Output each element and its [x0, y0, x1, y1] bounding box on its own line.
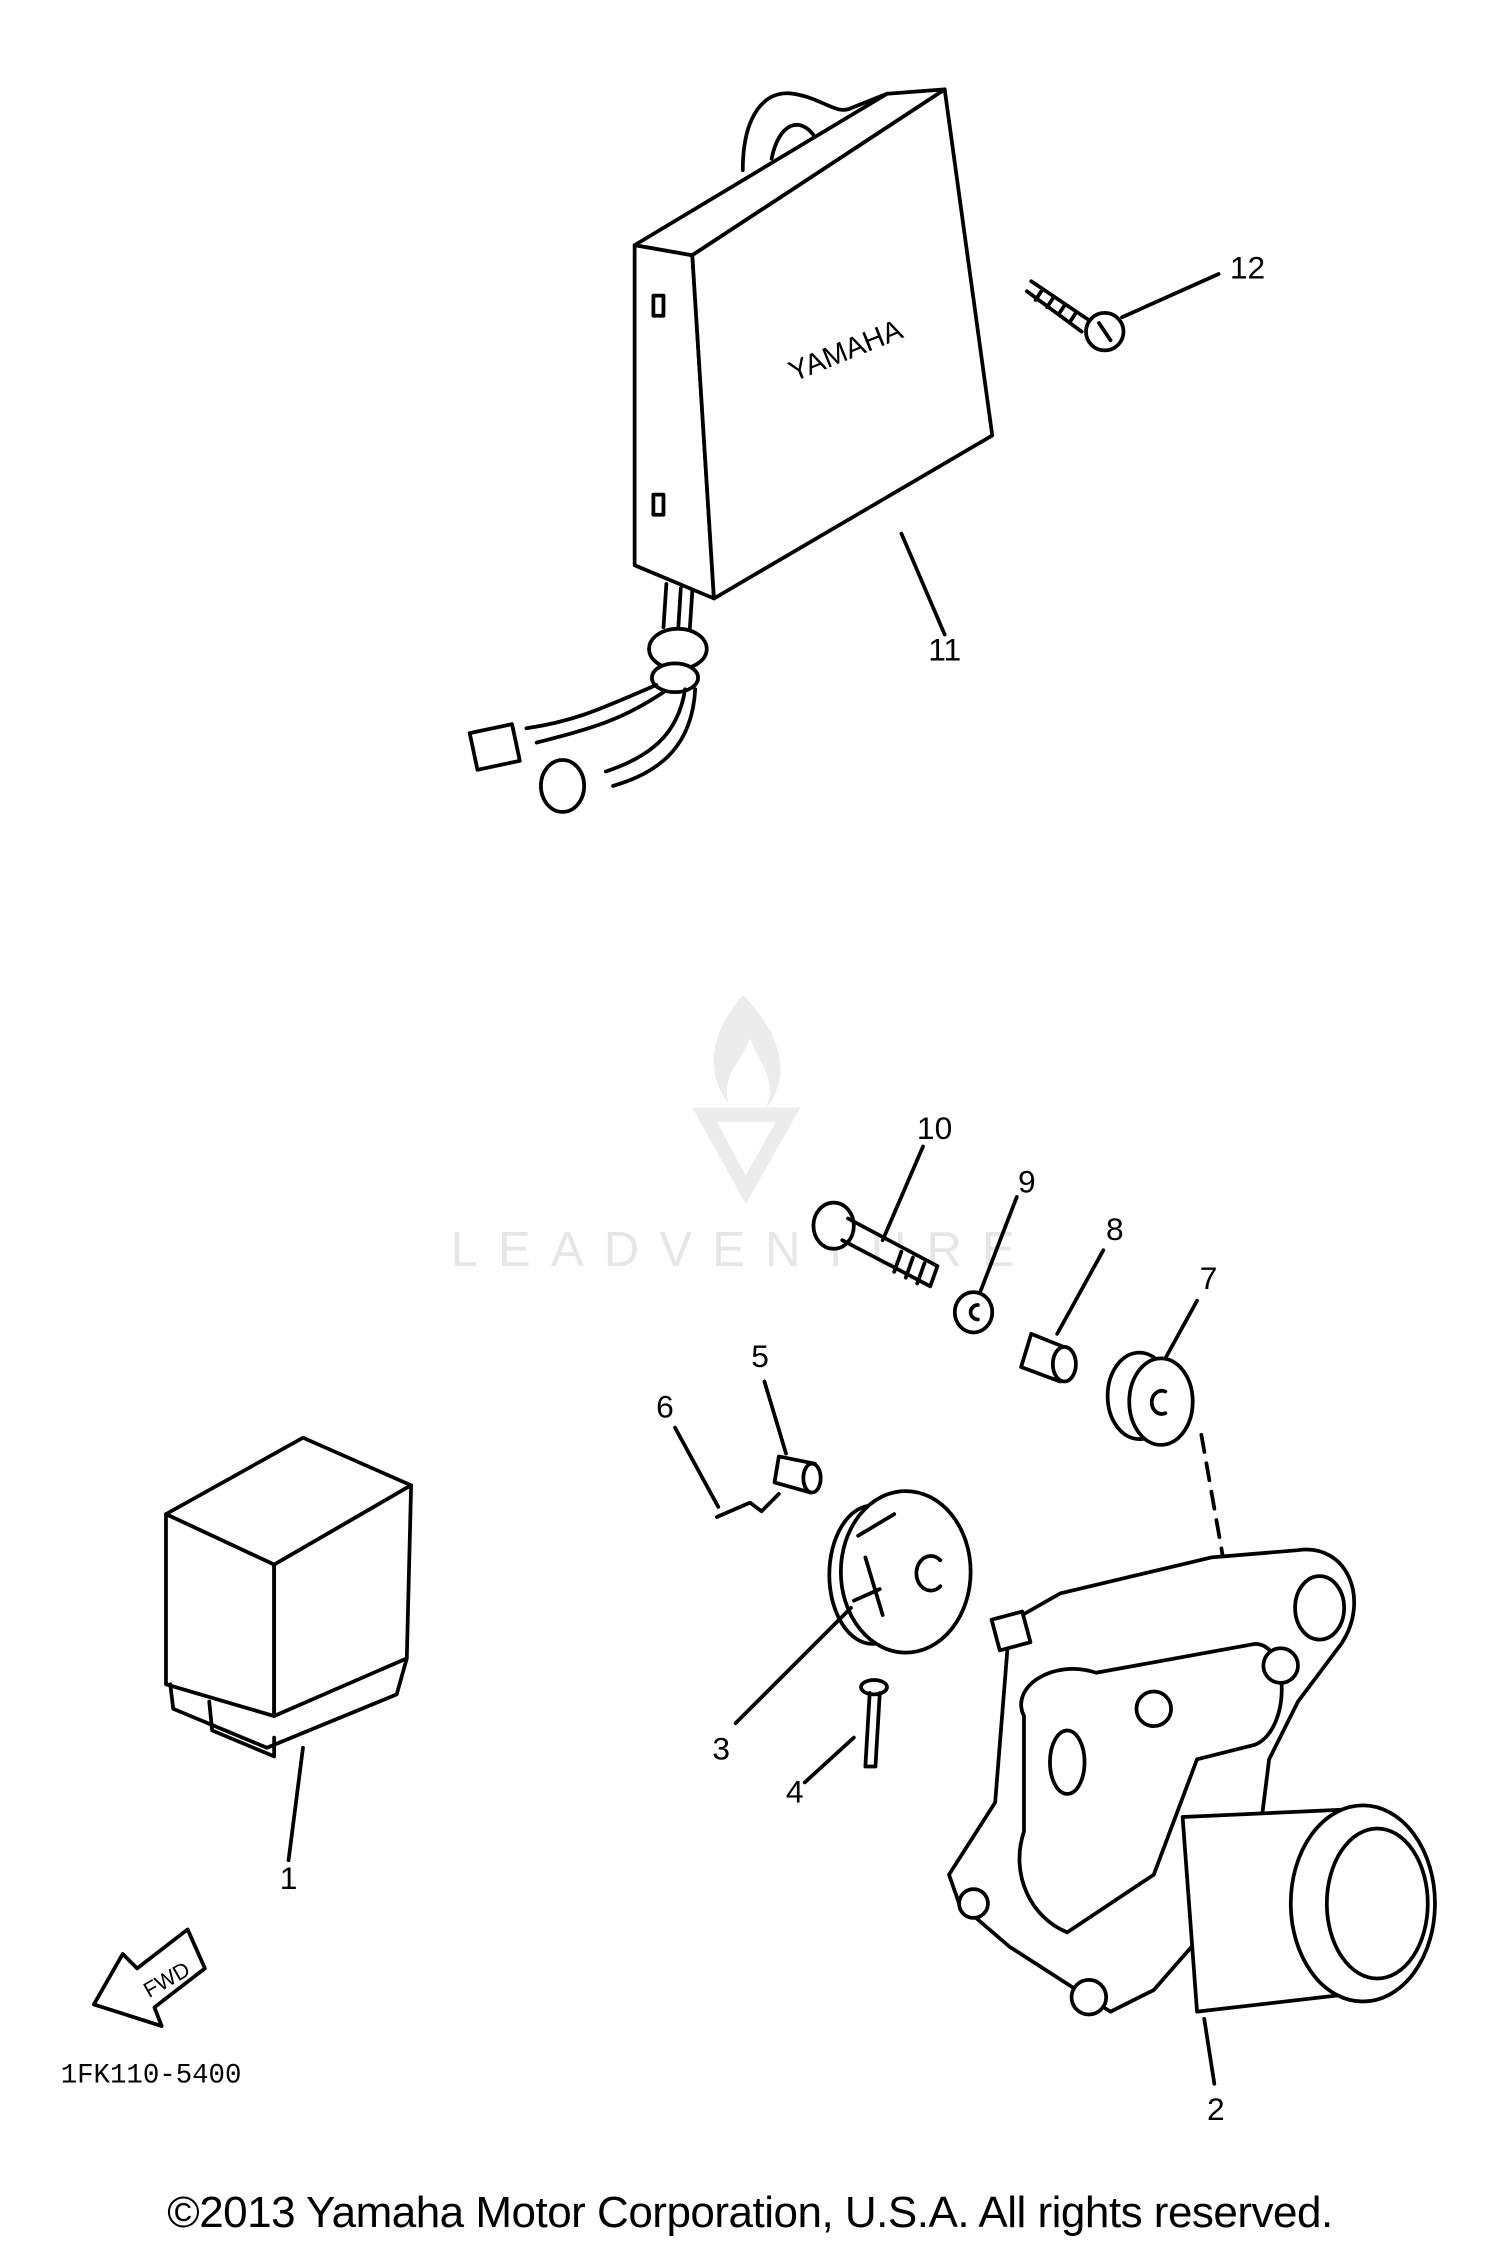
- callout-9[interactable]: 9: [1018, 1164, 1036, 1200]
- part-5-pin[interactable]: [772, 1454, 823, 1495]
- part-10-bolt[interactable]: [811, 1200, 940, 1289]
- part-4-screw[interactable]: [859, 1678, 889, 1769]
- callout-10[interactable]: 10: [917, 1110, 952, 1146]
- part-9-washer[interactable]: [952, 1290, 995, 1335]
- callout-4[interactable]: 4: [786, 1774, 804, 1810]
- callout-11[interactable]: 11: [928, 631, 961, 667]
- leader-line-9: [978, 1195, 1019, 1293]
- leader-line-11: [899, 531, 947, 637]
- leader-line-7: [1163, 1298, 1199, 1361]
- part-12-screw[interactable]: [1024, 279, 1126, 353]
- callout-7[interactable]: 7: [1200, 1260, 1218, 1296]
- part-3-cam[interactable]: [827, 1489, 973, 1655]
- callout-5[interactable]: 5: [751, 1338, 769, 1374]
- forward-direction-arrow: FWD: [91, 1927, 207, 2028]
- leader-line-1: [286, 1745, 305, 1863]
- part-8-collar[interactable]: [1019, 1332, 1078, 1384]
- part-6-clip[interactable]: [714, 1492, 781, 1519]
- callout-2[interactable]: 2: [1207, 2091, 1225, 2127]
- callout-12[interactable]: 12: [1230, 249, 1265, 285]
- callout-3[interactable]: 3: [712, 1730, 730, 1766]
- callout-6[interactable]: 6: [656, 1389, 674, 1425]
- leader-line-12: [1120, 272, 1221, 320]
- assembly-dashed-line: [1199, 1432, 1225, 1560]
- leader-line-5: [762, 1379, 788, 1456]
- part-7-grommet[interactable]: [1105, 1350, 1195, 1447]
- watermark-text: LEADVENTURE: [451, 1223, 1035, 1277]
- callout-1[interactable]: 1: [280, 1860, 298, 1896]
- diagram-code: 1FK110-5400: [61, 2060, 242, 2091]
- leader-line-4: [802, 1735, 856, 1785]
- callout-8[interactable]: 8: [1106, 1211, 1124, 1247]
- leader-line-6: [673, 1425, 721, 1509]
- copyright-notice: ©2013 Yamaha Motor Corporation, U.S.A. A…: [167, 2188, 1333, 2237]
- leader-line-3: [733, 1605, 853, 1726]
- part-2-housing[interactable]: [947, 1547, 1437, 2017]
- leader-line-2: [1202, 2016, 1217, 2086]
- leader-line-10: [880, 1144, 925, 1243]
- leader-line-8: [1055, 1248, 1106, 1336]
- leadventure-watermark-logo: LEADVENTURE: [451, 995, 1035, 1277]
- part-11-cdi-unit[interactable]: YAMAHA: [467, 87, 995, 814]
- part-1-relay[interactable]: [164, 1435, 413, 1759]
